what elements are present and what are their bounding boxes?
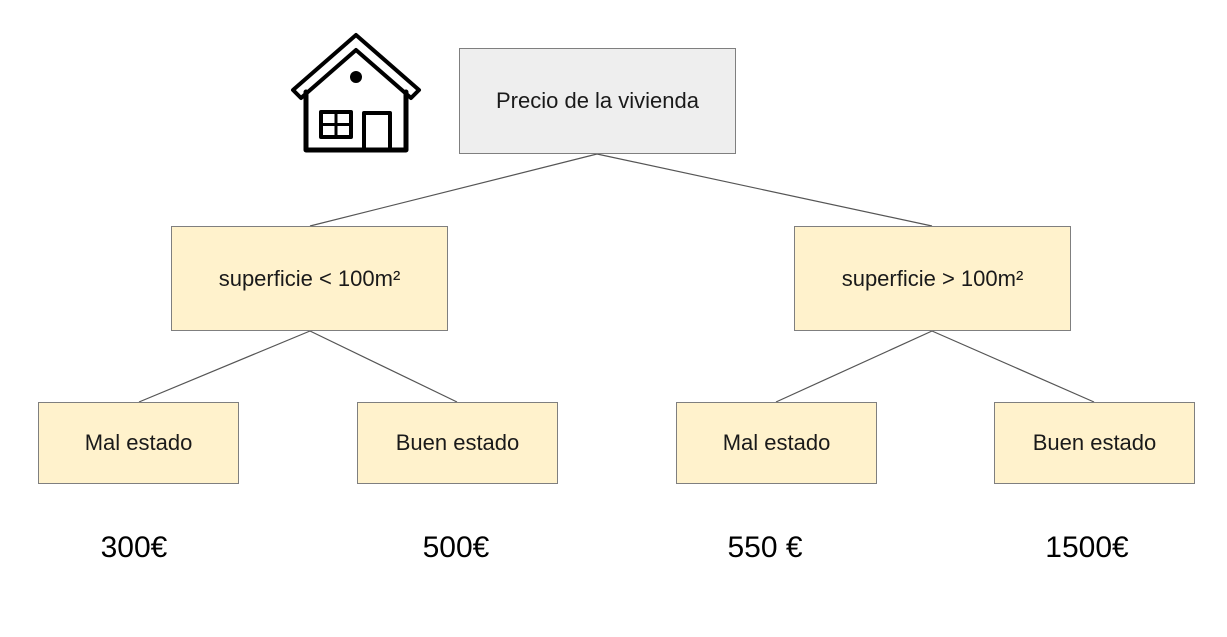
price-value: 500€ [422, 531, 490, 564]
price-value: 1500€ [1045, 531, 1129, 564]
edge-right-buen [931, 330, 1095, 403]
root-node: Precio de la vivienda [459, 48, 736, 154]
root-label: Precio de la vivienda [495, 88, 699, 113]
leaf-label: Mal estado [84, 430, 193, 455]
leaf-node: Buen estado [357, 402, 558, 484]
edge-left-mal [138, 330, 311, 403]
split-node-right: superficie > 100m² [794, 226, 1071, 331]
house-icon [291, 33, 421, 153]
edge-right-mal [775, 330, 933, 403]
leaf-node: Buen estado [994, 402, 1195, 484]
edge-root-right [596, 153, 933, 227]
split-node-left: superficie < 100m² [171, 226, 448, 331]
split-label: superficie < 100m² [218, 265, 401, 291]
price-value: 550 € [727, 531, 803, 564]
leaf-label: Buen estado [395, 430, 520, 455]
leaf-label: Buen estado [1032, 430, 1157, 455]
leaf-node: Mal estado [676, 402, 877, 484]
leaf-node: Mal estado [38, 402, 239, 484]
edge-root-left [309, 153, 598, 227]
leaf-label: Mal estado [722, 430, 831, 455]
edge-left-buen [309, 330, 458, 403]
price-value: 300€ [100, 531, 168, 564]
split-label: superficie > 100m² [841, 265, 1024, 291]
